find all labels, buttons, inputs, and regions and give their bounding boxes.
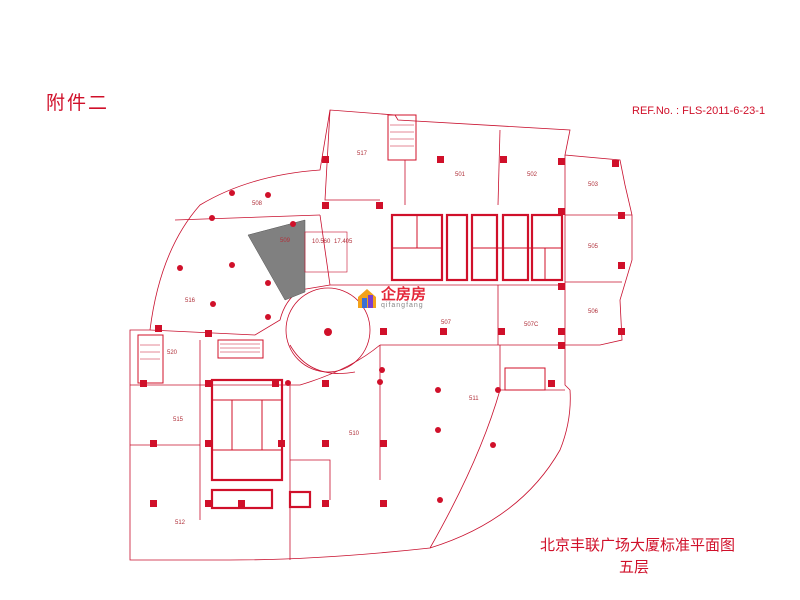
- outer-boundary: [129, 109, 633, 561]
- room-label-505: 505: [588, 244, 599, 250]
- dimension-2: 17.405: [334, 239, 353, 245]
- room-509-hatch: [247, 219, 306, 301]
- room-label-502: 502: [527, 172, 538, 178]
- room-label-503: 503: [588, 182, 599, 188]
- room-label-506: 506: [588, 309, 599, 315]
- watermark-sub: qifangfang: [381, 302, 424, 309]
- room-label-507c: 507C: [524, 322, 539, 328]
- room-label-515: 515: [173, 417, 184, 423]
- room-label-507: 507: [441, 320, 452, 326]
- room-label-510: 510: [349, 431, 360, 437]
- room-label-512: 512: [175, 520, 186, 526]
- watermark: 企房房 qifangfang: [356, 286, 426, 310]
- room-label-508: 508: [252, 201, 263, 207]
- floor-caption: 五层: [619, 558, 650, 576]
- house-logo-icon: [358, 289, 376, 308]
- watermark-main: 企房房: [381, 285, 427, 303]
- room-label-511: 511: [469, 396, 479, 402]
- dimension-1: 10.560: [312, 239, 331, 245]
- core-lower-1: [210, 378, 284, 482]
- reference-number: REF.No. : FLS-2011-6-23-1: [632, 105, 766, 117]
- room-label-520: 520: [167, 350, 178, 356]
- annex-title: 附件二: [46, 92, 110, 114]
- room-label-509: 509: [280, 238, 291, 244]
- plan-caption: 北京丰联广场大厦标准平面图: [540, 536, 736, 554]
- room-label-516: 516: [185, 298, 196, 304]
- room-label-501: 501: [455, 172, 466, 178]
- room-label-517: 517: [357, 151, 368, 157]
